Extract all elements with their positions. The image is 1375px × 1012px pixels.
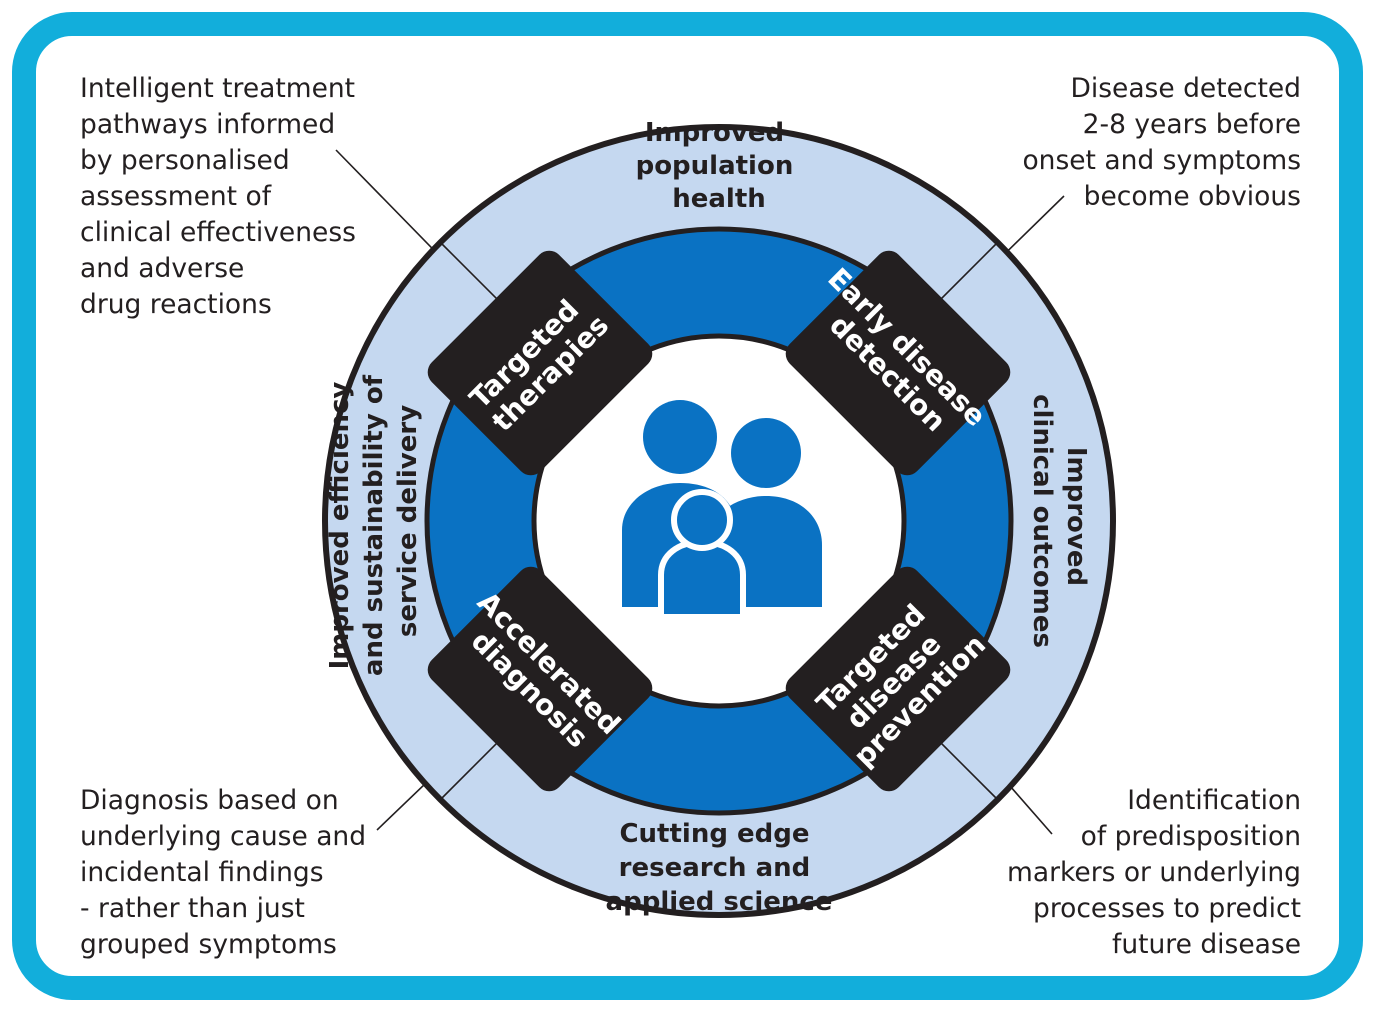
family-icon: [622, 400, 822, 620]
note-targeted-disease-prevention: Identification of predisposition markers…: [1007, 785, 1301, 960]
box-accelerated-diagnosis: Accelerated diagnosis: [427, 566, 653, 792]
note-accelerated-diagnosis: Diagnosis based on underlying cause and …: [80, 785, 367, 960]
label-cutting-edge-research: Cutting edge research and applied scienc…: [606, 819, 833, 917]
note-targeted-therapies: Intelligent treatment pathways informed …: [80, 73, 356, 320]
note-early-disease-detection: Disease detected 2-8 years before onset …: [1022, 73, 1301, 212]
box-targeted-therapies: Targeted therapies: [427, 250, 653, 476]
label-improved-efficiency: Improved efficiency and sustainability o…: [325, 366, 423, 676]
label-improved-clinical-outcomes: Improved clinical outcomes: [1027, 394, 1091, 648]
label-improved-population-health: Improved population health: [636, 118, 803, 214]
